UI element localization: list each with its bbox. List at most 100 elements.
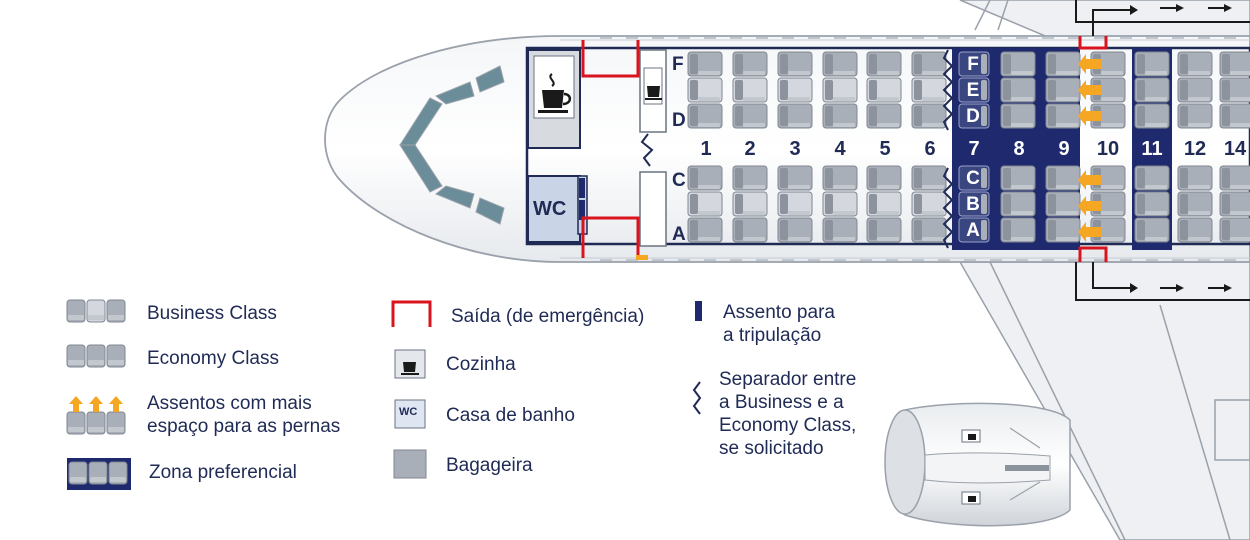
legroom-arrow-5 (1078, 222, 1102, 242)
seat-r5-5[interactable] (866, 217, 902, 243)
seat-r5-2[interactable] (866, 103, 902, 129)
seat-r2-1[interactable] (732, 77, 768, 103)
legroom-arrow-0 (1078, 54, 1102, 74)
seat-r3-0[interactable] (777, 51, 813, 77)
legend-storage-label: Bagageira (446, 455, 533, 476)
seat-r1-1[interactable] (687, 77, 723, 103)
seat-r12-0[interactable] (1177, 51, 1213, 77)
seat-r6-2[interactable] (911, 103, 947, 129)
seat-r11-4[interactable] (1134, 191, 1170, 217)
seat-r2-2[interactable] (732, 103, 768, 129)
toilet-label: WC (533, 198, 567, 220)
legend-economy-icon (66, 344, 126, 368)
seat-r6-1[interactable] (911, 77, 947, 103)
seat-r1-5[interactable] (687, 217, 723, 243)
seat-r13-2[interactable] (1219, 103, 1250, 129)
seat-r9-4[interactable] (1045, 191, 1081, 217)
seat-r12-4[interactable] (1177, 191, 1213, 217)
seat-r3-3[interactable] (777, 165, 813, 191)
seat-r11-2[interactable] (1134, 103, 1170, 129)
legend-crew-label-1: Assento para (723, 302, 835, 323)
seat-r8-1[interactable] (1000, 77, 1036, 103)
seat-letter-C: C (966, 168, 980, 189)
seat-r13-4[interactable] (1219, 191, 1250, 217)
seat-r8-3[interactable] (1000, 165, 1036, 191)
seat-row7-1[interactable] (958, 77, 990, 103)
seat-r2-4[interactable] (732, 191, 768, 217)
seat-r11-1[interactable] (1134, 77, 1170, 103)
row-number-12: 12 (1183, 138, 1207, 160)
legend-preferred-label: Zona preferencial (149, 462, 297, 483)
seat-row7-5[interactable] (958, 217, 990, 243)
seat-r2-3[interactable] (732, 165, 768, 191)
seat-r2-0[interactable] (732, 51, 768, 77)
seat-r11-5[interactable] (1134, 217, 1170, 243)
seat-r9-0[interactable] (1045, 51, 1081, 77)
seat-r11-3[interactable] (1134, 165, 1170, 191)
legend-business-label: Business Class (147, 303, 277, 324)
legend-legroom-label-2: espaço para as pernas (147, 416, 341, 437)
seat-r12-2[interactable] (1177, 103, 1213, 129)
seat-r1-4[interactable] (687, 191, 723, 217)
seat-r13-5[interactable] (1219, 217, 1250, 243)
seat-r6-4[interactable] (911, 191, 947, 217)
seat-r4-3[interactable] (822, 165, 858, 191)
seat-r4-5[interactable] (822, 217, 858, 243)
seat-row7-0[interactable] (958, 51, 990, 77)
seat-r1-3[interactable] (687, 165, 723, 191)
seat-row7-2[interactable] (958, 103, 990, 129)
seat-r13-0[interactable] (1219, 51, 1250, 77)
row-number-14: 14 (1223, 138, 1247, 160)
seat-r3-2[interactable] (777, 103, 813, 129)
engine (884, 402, 1071, 527)
seat-r13-1[interactable] (1219, 77, 1250, 103)
seat-r9-3[interactable] (1045, 165, 1081, 191)
legroom-arrows (1078, 54, 1102, 242)
row-number-9: 9 (1058, 138, 1070, 160)
seat-r5-3[interactable] (866, 165, 902, 191)
seat-r3-5[interactable] (777, 217, 813, 243)
escape-paths (1075, 0, 1250, 301)
seat-r9-5[interactable] (1045, 217, 1081, 243)
legend-separator-icon (692, 381, 702, 415)
seat-r5-1[interactable] (866, 77, 902, 103)
row-number-8: 8 (1013, 138, 1025, 160)
seat-r12-5[interactable] (1177, 217, 1213, 243)
row-number-5: 5 (879, 138, 891, 160)
seat-r8-5[interactable] (1000, 217, 1036, 243)
seat-row7-4[interactable] (958, 191, 990, 217)
seat-r6-0[interactable] (911, 51, 947, 77)
seat-r1-0[interactable] (687, 51, 723, 77)
escape-arrows (1130, 4, 1232, 293)
seat-r6-5[interactable] (911, 217, 947, 243)
seat-r9-1[interactable] (1045, 77, 1081, 103)
legend-exit-label: Saída (de emergência) (451, 306, 645, 327)
legend-legroom-icon (66, 396, 126, 435)
seat-row7-3[interactable] (958, 165, 990, 191)
seat-r3-4[interactable] (777, 191, 813, 217)
legend-separator-label-1: Separador entre (719, 369, 857, 390)
seat-r5-4[interactable] (866, 191, 902, 217)
seat-r5-0[interactable] (866, 51, 902, 77)
seat-r8-0[interactable] (1000, 51, 1036, 77)
seat-r4-2[interactable] (822, 103, 858, 129)
legend-crew-label-2: a tripulação (723, 325, 822, 346)
seat-r11-0[interactable] (1134, 51, 1170, 77)
seat-r13-3[interactable] (1219, 165, 1250, 191)
seat-r4-0[interactable] (822, 51, 858, 77)
seat-r12-1[interactable] (1177, 77, 1213, 103)
seat-r8-2[interactable] (1000, 103, 1036, 129)
legend-crew-icon (695, 301, 702, 321)
seat-r12-3[interactable] (1177, 165, 1213, 191)
row-letter-A: A (672, 224, 686, 245)
seat-r2-5[interactable] (732, 217, 768, 243)
seat-r6-3[interactable] (911, 165, 947, 191)
seat-r8-4[interactable] (1000, 191, 1036, 217)
seat-r4-1[interactable] (822, 77, 858, 103)
seat-r4-4[interactable] (822, 191, 858, 217)
seat-r9-2[interactable] (1045, 103, 1081, 129)
seat-r3-1[interactable] (777, 77, 813, 103)
seat-r1-2[interactable] (687, 103, 723, 129)
crew-seat-1 (579, 178, 585, 198)
